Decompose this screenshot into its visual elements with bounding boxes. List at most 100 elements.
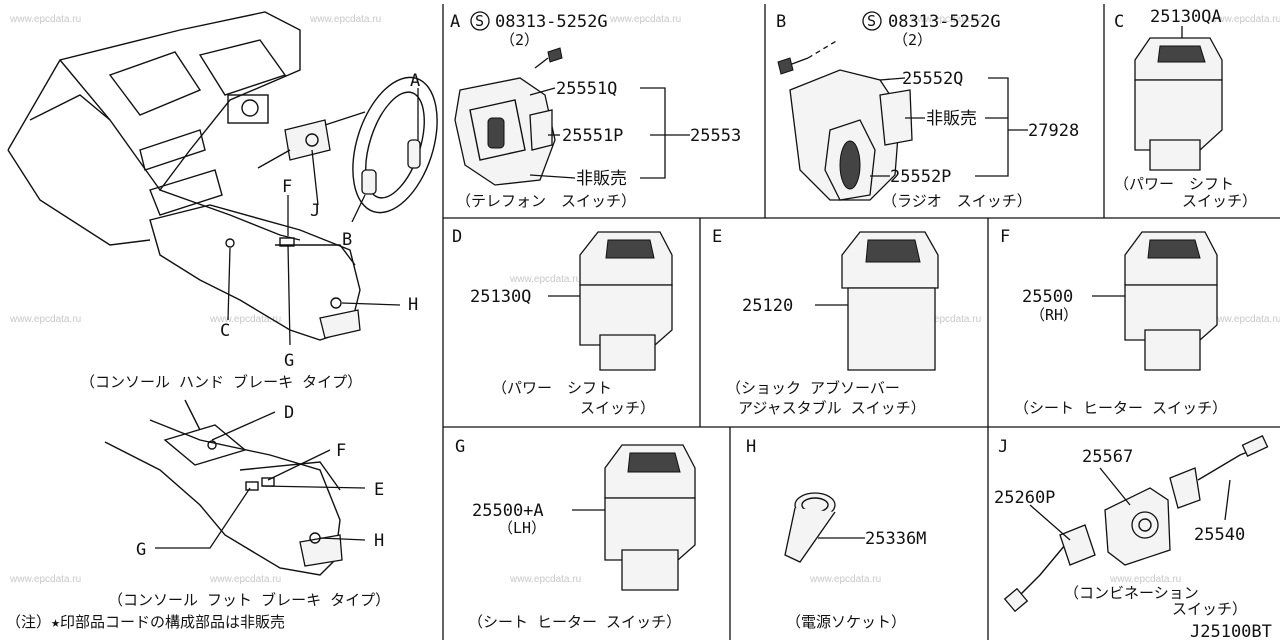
switch-rocker-icon (605, 239, 655, 259)
screw-thread (534, 57, 549, 69)
watermark: www.epcdata.ru (209, 314, 281, 325)
switch-connector (621, 549, 679, 591)
panel-J: J 25567 25260P 25540 （コンビネーション スイッチ） J25… (994, 435, 1272, 640)
callout-B: B (342, 230, 352, 250)
switch-body (847, 287, 936, 371)
panel-caption: （パワー シフト (492, 379, 612, 397)
ignition-icon (305, 133, 319, 147)
callout-H: H (408, 295, 418, 315)
watermark: www.epcdata.ru (809, 574, 881, 585)
leader-nonsale-A (529, 174, 576, 179)
panel-caption: （ショック アブソーバー (726, 379, 900, 397)
bracket-25553 (640, 87, 666, 179)
callout-G: G (284, 351, 294, 371)
panel-G: G 25500+A （LH） （シート ヒーター スイッチ） (455, 437, 696, 631)
turn-lever (257, 149, 291, 169)
callout-J: J (310, 201, 320, 221)
switch-rocker-icon (865, 239, 921, 263)
watermark: www.epcdata.ru (509, 274, 581, 285)
panel-caption: スイッチ） (1172, 600, 1247, 618)
part-number: 25500+A (472, 501, 544, 521)
dashboard-outline (7, 11, 301, 241)
leader-25567 (1099, 467, 1131, 506)
console-tray (319, 309, 361, 339)
leader-25540 (1224, 479, 1231, 521)
drawing-code: J25100BT (1190, 622, 1272, 640)
panel-caption: （テレフォン スイッチ） (456, 192, 636, 210)
telephone-switch-side (529, 109, 553, 151)
shock-switch-icon-foot (261, 477, 275, 487)
part-number: 25552Q (902, 69, 963, 89)
bracket-27928 (975, 77, 1009, 177)
callout-H: H (374, 531, 384, 551)
switch-rocker-icon (1147, 239, 1201, 259)
panel-B: B S 08313-5252G （2） 25552Q 非販売 25552P 27… (776, 11, 1079, 210)
part-side: （RH） (1030, 306, 1078, 324)
radio-button-icon (839, 140, 861, 190)
panel-letter-E: E (712, 227, 722, 247)
panel-caption: スイッチ） (580, 399, 655, 417)
callout-C: C (220, 321, 230, 341)
leader-G (287, 244, 291, 346)
screw-symbol-icon (862, 11, 882, 31)
switch-body (604, 497, 696, 561)
power-socket-icon (330, 297, 342, 309)
leader-D (211, 411, 276, 441)
part-number: 25260P (994, 488, 1055, 508)
panel-letter-D: D (452, 227, 462, 247)
bolt-qty: （2） (500, 31, 539, 49)
console-foot (104, 419, 341, 576)
switch-body (579, 284, 673, 346)
panel-letter-G: G (455, 437, 465, 457)
dashboard-lower-edge (7, 149, 151, 246)
shift-switch-icon (225, 238, 235, 248)
screw-path (807, 39, 839, 59)
switch-connector (1149, 139, 1201, 171)
center-stack (139, 129, 206, 171)
watermark: www.epcdata.ru (9, 574, 81, 585)
bolt-code: 08313-5252G (495, 12, 608, 32)
panel-caption: （シート ヒーター スイッチ） (1014, 399, 1227, 417)
panel-C: C 25130QA （パワー シフト スイッチ） (1114, 7, 1257, 210)
panel-caption: （シート ヒーター スイッチ） (468, 613, 681, 631)
leader-G2 (155, 487, 251, 549)
screw-symbol: S (475, 12, 484, 30)
panel-F: F 25500 （RH） （シート ヒーター スイッチ） (1000, 227, 1227, 417)
panel-caption: （ラジオ スイッチ） (882, 192, 1032, 210)
panel-caption: アジャスタブル スイッチ） (738, 399, 926, 417)
leader-H (341, 302, 401, 306)
footnote: （注）★印部品コードの構成部品は非販売 (6, 613, 285, 631)
part-number: 非販売 (926, 109, 977, 129)
leader-J (311, 149, 319, 206)
part-side: （LH） (498, 519, 546, 537)
screw-symbol: S (867, 12, 876, 30)
leader-25552Q (879, 77, 906, 81)
turn-lever-knob (1003, 587, 1029, 613)
shift-switch-icon-foot (207, 440, 217, 450)
console-tray-foot (299, 534, 343, 567)
panel-letter-C: C (1114, 12, 1124, 32)
bolt-code: 08313-5252G (888, 12, 1001, 32)
seat-heater-icon-foot (245, 481, 259, 491)
watermarks: www.epcdata.ru www.epcdata.ru www.epcdat… (9, 14, 1280, 585)
part-number: 25540 (1194, 525, 1245, 545)
panel-caption: （電源ソケット） (786, 613, 906, 631)
assembly-number: 27928 (1028, 121, 1079, 141)
watermark: www.epcdata.ru (309, 14, 381, 25)
part-number: 25551Q (556, 79, 617, 99)
panel-D: D 25130Q （パワー シフト スイッチ） (452, 227, 673, 417)
callout-G: G (136, 540, 146, 560)
switch-body (1134, 79, 1223, 151)
panel-caption: スイッチ） (1182, 192, 1257, 210)
part-number: 25500 (1022, 287, 1073, 307)
ignition-icon (1138, 518, 1152, 532)
screw-thread (791, 57, 809, 65)
watermark: www.epcdata.ru (209, 574, 281, 585)
leader-H2 (319, 537, 366, 541)
leader-E (261, 485, 366, 489)
overview-dashboard: A B C F G H J （コンソール ハンド ブレーキ タイプ） (7, 11, 438, 391)
leader-C (227, 247, 231, 321)
caption-hand-brake: （コンソール ハンド ブレーキ タイプ） (80, 373, 362, 391)
part-number: 25551P (562, 126, 623, 146)
